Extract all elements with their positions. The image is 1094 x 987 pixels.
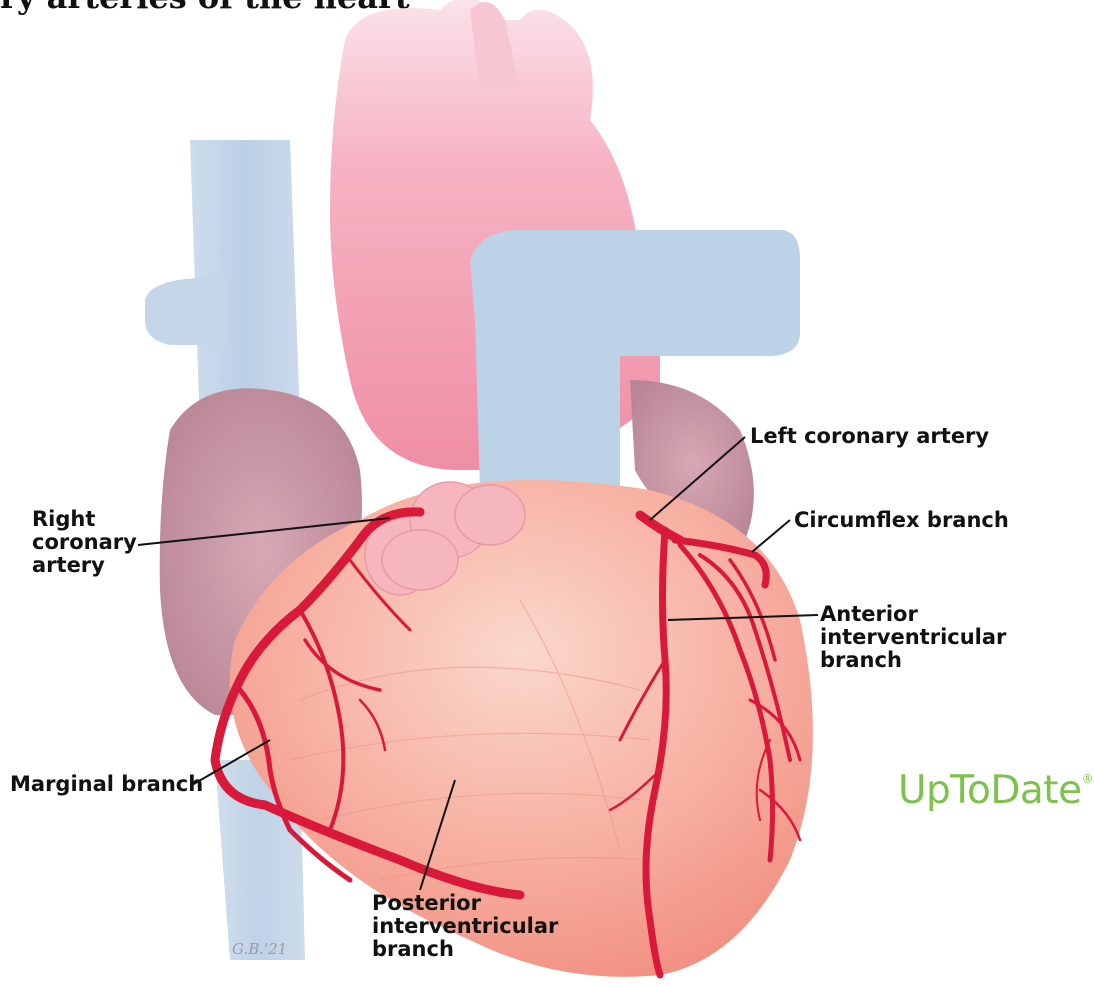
label-anterior-interventricular-branch: Anterior interventricular branch (820, 603, 1006, 672)
label-right-coronary-artery: Right coronary artery (32, 508, 137, 577)
label-marginal-branch: Marginal branch (10, 773, 203, 796)
brachiocephalic-vein (145, 278, 225, 345)
registered-mark: ® (1082, 772, 1094, 786)
label-circumflex-branch: Circumflex branch (794, 509, 1009, 532)
uptodate-logo-text: UpToDate (898, 768, 1082, 813)
label-left-coronary-artery: Left coronary artery (750, 425, 989, 448)
leader-circumflex (752, 520, 790, 552)
uptodate-logo: UpToDate® (898, 768, 1093, 813)
label-posterior-interventricular-branch: Posterior interventricular branch (372, 892, 558, 961)
artist-signature: G.B.'21 (232, 940, 287, 958)
